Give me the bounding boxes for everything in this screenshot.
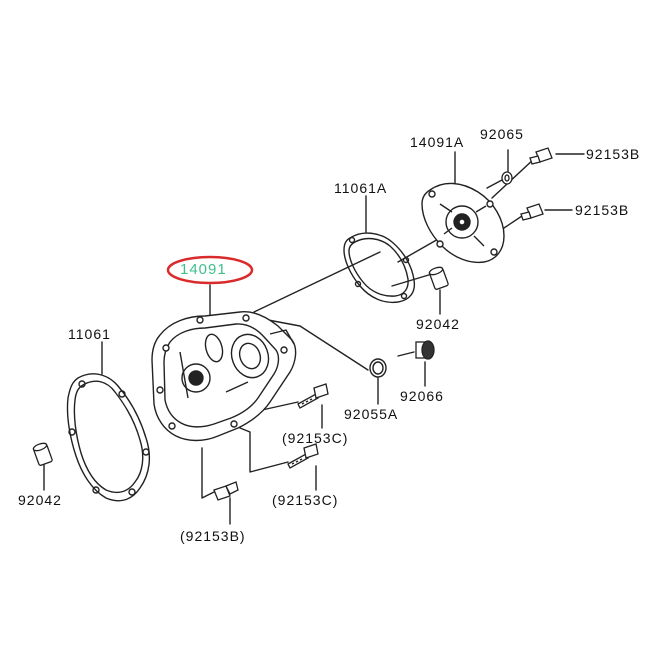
- axis-line-bolt-c-lower: [239, 427, 289, 473]
- axis-line-dowel: [391, 273, 433, 287]
- label-gasket-a[interactable]: 11061A: [334, 180, 388, 196]
- bolt-b-mid: [520, 203, 544, 221]
- axis-line-oring: [267, 319, 369, 371]
- label-main-cover[interactable]: 14091: [180, 261, 227, 278]
- gasket: [66, 373, 151, 502]
- axis-line-bolt-b-top: [491, 157, 536, 199]
- label-gasket[interactable]: 11061: [68, 326, 111, 342]
- dowel-pin-right: [428, 266, 449, 290]
- plug: [415, 340, 435, 360]
- washer: [501, 171, 513, 185]
- main-cover: [151, 311, 297, 442]
- label-cover-a[interactable]: 14091A: [410, 134, 465, 150]
- bolt-c-upper: [297, 383, 329, 409]
- bolt-c-lower: [287, 443, 319, 469]
- gasket-a: [343, 232, 416, 304]
- label-oring[interactable]: 92055A: [344, 406, 399, 422]
- label-washer[interactable]: 92065: [480, 126, 524, 142]
- axis-line-plug: [397, 351, 415, 357]
- bolt-b-top: [529, 147, 553, 165]
- label-plug[interactable]: 92066: [400, 388, 444, 404]
- label-bolt-c-upper[interactable]: (92153C): [282, 430, 349, 446]
- label-bolt-b-top[interactable]: 92153B: [586, 146, 641, 162]
- axis-line-gasket-a: [253, 251, 381, 313]
- cover-a: [421, 182, 505, 264]
- label-dowel-left[interactable]: 92042: [18, 492, 62, 508]
- label-bolt-c-lower[interactable]: (92153C): [272, 492, 339, 508]
- axis-line-washer: [486, 179, 503, 189]
- bolt-b-bottom: [213, 481, 239, 501]
- highlight-ring: [166, 255, 254, 285]
- label-bolt-b-mid[interactable]: 92153B: [575, 202, 630, 218]
- o-ring: [369, 358, 387, 378]
- label-dowel-right[interactable]: 92042: [416, 316, 460, 332]
- label-bolt-b-bottom[interactable]: (92153B): [180, 528, 246, 544]
- dowel-pin-left: [32, 442, 53, 466]
- axis-line-bolt-b-bottom: [201, 447, 215, 499]
